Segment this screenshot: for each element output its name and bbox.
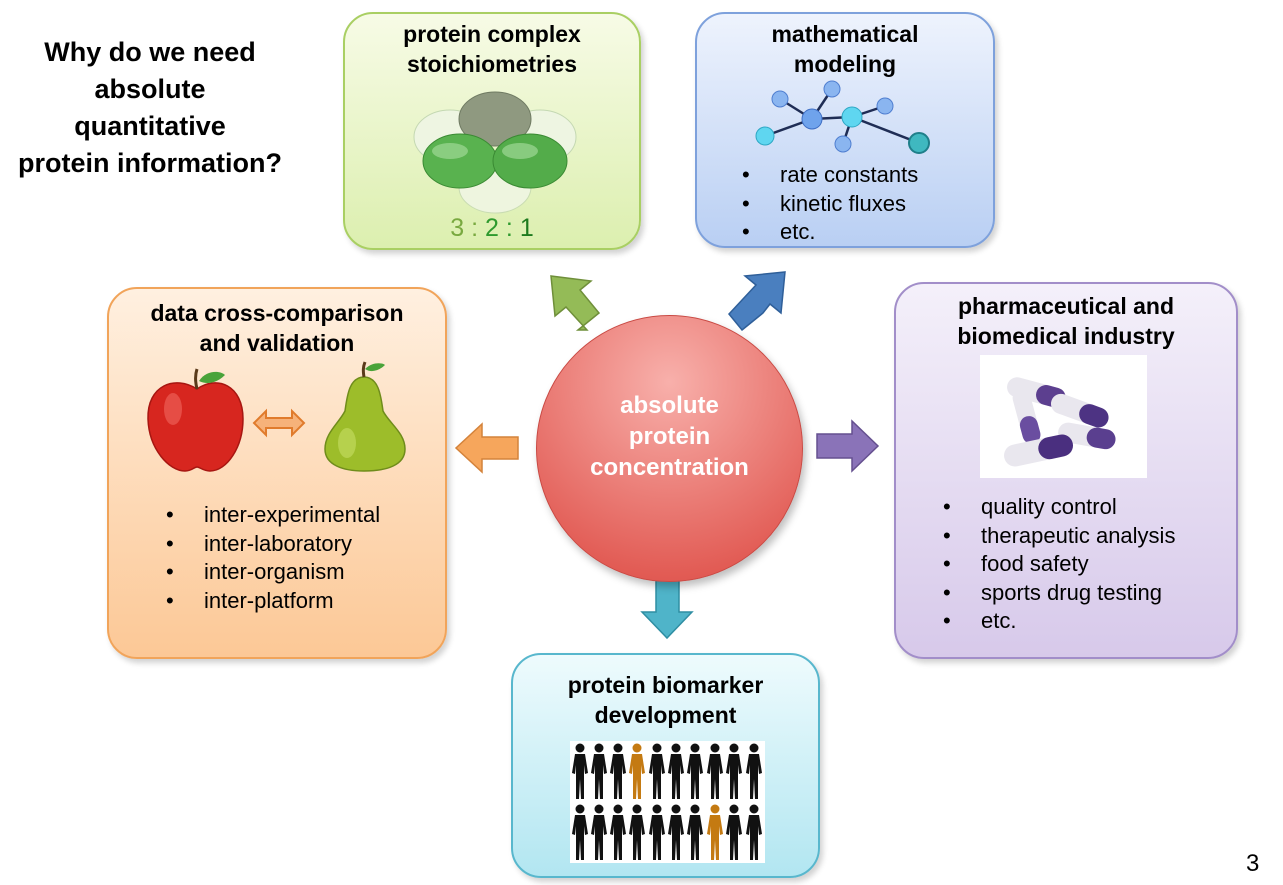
list-item: quality control <box>943 493 1175 522</box>
data-comparison-list: inter-experimental inter-laboratory inte… <box>166 501 380 615</box>
list-item: inter-laboratory <box>166 530 380 559</box>
capsules-icon <box>980 355 1147 478</box>
network-graph-icon <box>755 80 930 154</box>
title-line: development <box>594 702 737 728</box>
biomarker-title: protein biomarker development <box>513 670 818 730</box>
list-item: inter-platform <box>166 587 380 616</box>
list-item: food safety <box>943 550 1175 579</box>
modeling-list: rate constants kinetic fluxes etc. <box>742 161 918 247</box>
pharma-title: pharmaceutical and biomedical industry <box>896 291 1236 351</box>
biomarker-box: protein biomarker development <box>511 653 820 878</box>
modeling-box: mathematical modeling rate constants kin… <box>695 12 995 248</box>
apple-icon <box>147 368 244 472</box>
ratio-value: 2 <box>485 214 499 242</box>
list-item: therapeutic analysis <box>943 522 1175 551</box>
title-line: protein biomarker <box>567 672 764 698</box>
list-item: rate constants <box>742 161 918 190</box>
ratio-separator: : <box>471 214 479 242</box>
center-line: absolute <box>620 392 719 419</box>
stoichiometry-ratio: 3 : 2 : 1 <box>345 214 639 243</box>
ratio-separator: : <box>505 214 513 242</box>
center-line: protein <box>628 423 711 450</box>
ratio-value: 3 <box>450 214 465 242</box>
question-line: absolute <box>94 74 206 104</box>
title-line: modeling <box>793 51 897 77</box>
title-line: stoichiometries <box>407 51 577 77</box>
question-heading: Why do we need absolute quantitative pro… <box>0 34 300 182</box>
list-item: inter-experimental <box>166 501 380 530</box>
double-arrow-icon <box>252 408 306 438</box>
arrow-down <box>640 578 694 640</box>
title-line: pharmaceutical and <box>957 293 1175 319</box>
question-line: quantitative <box>74 111 226 141</box>
title-line: protein complex <box>403 21 581 47</box>
list-item: etc. <box>742 218 918 247</box>
stoichiometry-title: protein complex stoichiometries <box>345 19 639 79</box>
pear-icon <box>324 361 406 472</box>
ratio-value: 1 <box>519 214 534 242</box>
arrow-right <box>816 419 880 473</box>
stoichiometry-box: protein complex stoichiometries 3 : 2 : … <box>343 12 641 250</box>
list-item: sports drug testing <box>943 579 1175 608</box>
title-line: mathematical <box>771 21 919 47</box>
data-comparison-box: data cross-comparison and validation int… <box>107 287 447 659</box>
title-line: and validation <box>199 330 355 356</box>
pharma-box: pharmaceutical and biomedical industry q… <box>894 282 1238 659</box>
question-line: Why do we need <box>44 37 256 67</box>
center-line: concentration <box>590 454 749 481</box>
protein-complex-spheres-icon <box>413 91 577 214</box>
arrow-up-right <box>728 271 786 332</box>
list-item: inter-organism <box>166 558 380 587</box>
page-number: 3 <box>1246 850 1260 877</box>
pharma-list: quality control therapeutic analysis foo… <box>943 493 1175 636</box>
title-line: biomedical industry <box>957 323 1175 349</box>
arrow-up-left <box>550 275 601 331</box>
center-concept-circle: absolute protein concentration <box>536 315 803 582</box>
data-comparison-title: data cross-comparison and validation <box>109 298 445 358</box>
center-concept-label: absolute protein concentration <box>537 390 802 483</box>
list-item: etc. <box>943 607 1175 636</box>
arrow-left <box>454 422 519 474</box>
question-line: protein information? <box>18 148 282 178</box>
list-item: kinetic fluxes <box>742 190 918 219</box>
title-line: data cross-comparison <box>150 300 404 326</box>
population-silhouettes-icon <box>570 741 765 863</box>
modeling-title: mathematical modeling <box>697 19 993 79</box>
